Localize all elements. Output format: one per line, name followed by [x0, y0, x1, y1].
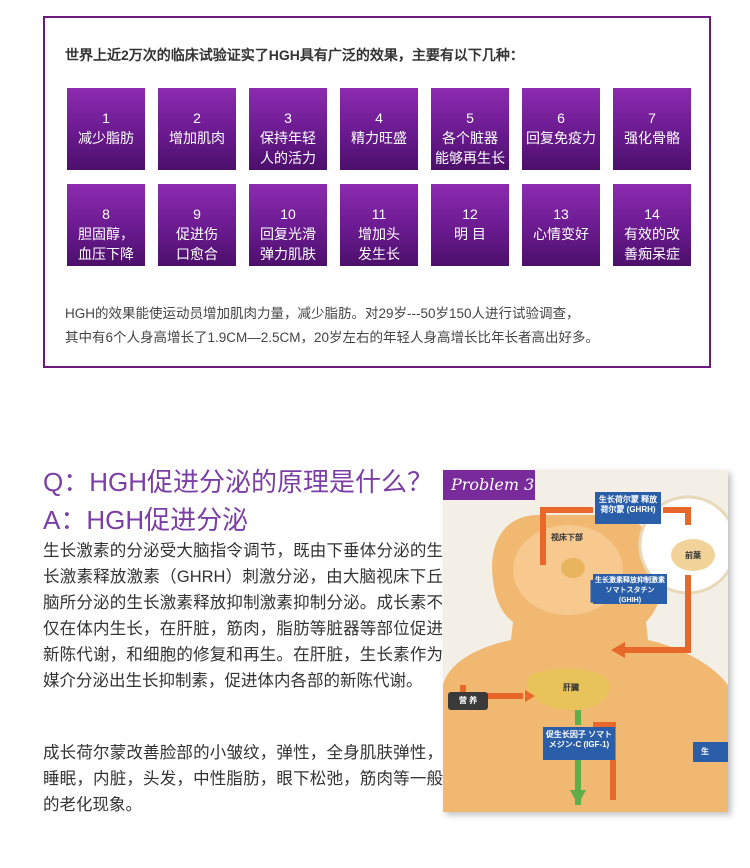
benefit-label: 回复光滑	[260, 226, 316, 242]
benefit-tile: 12 明 目	[431, 184, 509, 266]
liver-shape	[528, 668, 610, 710]
hormone-diagram: Problem 3 生长荷尔蒙 释放荷尔蒙 (GHRH) 生长激素释放抑制激素 …	[443, 470, 728, 812]
benefit-label: 胆固醇，	[78, 226, 134, 242]
right-box	[693, 742, 728, 762]
benefit-number: 5	[466, 110, 474, 126]
benefit-label: 心情变好	[533, 226, 589, 242]
panel-heading: 世界上近2万次的临床试验证实了HGH具有广泛的效果，主要有以下几种：	[65, 47, 524, 63]
benefit-label: 各个脏器	[442, 130, 498, 146]
benefit-label: 增加头	[358, 226, 400, 242]
hypothalamus-label: 视床下部	[551, 533, 583, 542]
pituitary-label: 前葉	[685, 551, 701, 560]
benefit-number: 2	[193, 110, 201, 126]
benefit-tile: 14 有效的改善痴呆症	[613, 184, 691, 266]
ghih-label: 生长激素释放抑制激素 ソマトスタチン (GHIH)	[595, 577, 665, 604]
gh-arrow-down	[623, 575, 691, 653]
benefits-row: 1 减少脂肪 2 增加肌肉 3 保持年轻人的活力 4 精力旺盛 5 各个脏器能够再生长 6 回复免疫力…	[67, 88, 691, 170]
benefit-tile: 5 各个脏器能够再生长	[431, 88, 509, 170]
benefit-tile: 10 回复光滑弹力肌肤	[249, 184, 327, 266]
benefit-number: 6	[557, 110, 565, 126]
benefit-tile: 6 回复免疫力	[522, 88, 600, 170]
benefit-tile: 2 增加肌肉	[158, 88, 236, 170]
pituitary-gland	[671, 539, 715, 571]
ghrh-label: 生长荷尔蒙 释放荷尔蒙 (GHRH)	[598, 495, 658, 514]
benefit-tile: 1 减少脂肪	[67, 88, 145, 170]
hypothalamus-spot	[561, 558, 585, 578]
problem-tag: Problem 3	[443, 470, 535, 500]
diagram-illustration	[443, 492, 728, 812]
nutrition-arrowhead	[525, 690, 535, 702]
benefit-tile: 3 保持年轻人的活力	[249, 88, 327, 170]
benefit-tile: 7 强化骨骼	[613, 88, 691, 170]
ghrh-box	[595, 492, 661, 524]
benefit-tile: 9 促进伤口愈合	[158, 184, 236, 266]
green-arrowhead	[570, 790, 586, 805]
question-heading: Q：HGH促进分泌的原理是什么？	[43, 467, 434, 497]
benefit-number: 9	[193, 206, 201, 222]
benefit-number: 13	[553, 206, 569, 222]
benefits-panel: 世界上近2万次的临床试验证实了HGH具有广泛的效果，主要有以下几种： 1 减少脂肪…	[43, 16, 711, 368]
ghrh-arrow-right	[663, 507, 691, 525]
benefit-label: 明 目	[454, 226, 486, 242]
panel-footnote: HGH的效果能使运动员增加肌肉力量，减少脂肪。对29岁---50岁150人进行试…	[65, 302, 695, 350]
benefit-tile: 4 精力旺盛	[340, 88, 418, 170]
benefit-label: 回复免疫力	[526, 130, 596, 146]
benefit-label: 增加肌肉	[169, 130, 225, 146]
benefit-number: 7	[648, 110, 656, 126]
ghih-box	[593, 574, 667, 604]
nutrition-label: 营 养	[458, 696, 478, 705]
benefit-number: 12	[462, 206, 478, 222]
answer-heading: A：HGH促进分泌	[43, 505, 249, 535]
benefit-label: 精力旺盛	[351, 130, 407, 146]
benefit-number: 1	[102, 110, 110, 126]
benefit-label: 减少脂肪	[78, 130, 134, 146]
benefit-label: 发生长	[358, 246, 400, 262]
benefit-label: 人的活力	[260, 150, 316, 166]
benefit-tile: 8 胆固醇， 血压下降	[67, 184, 145, 266]
benefit-number: 14	[644, 206, 660, 222]
benefit-label: 促进伤	[176, 226, 218, 242]
footnote-line: 其中有6个人身高增长了1.9CM—2.5CM，20岁左右的年轻人身高增长比年长者…	[65, 330, 600, 345]
benefits-grid: 1 减少脂肪 2 增加肌肉 3 保持年轻人的活力 4 精力旺盛 5 各个脏器能够再生长 6 回复免疫力…	[67, 88, 691, 280]
benefit-label: 保持年轻	[260, 130, 316, 146]
benefit-label: 能够再生长	[435, 150, 505, 166]
gh-arrowhead	[611, 642, 625, 658]
right-cut-label: 生	[701, 747, 709, 756]
benefit-label: 弹力肌肤	[260, 246, 316, 262]
effects-paragraph: 成长荷尔蒙改善脸部的小皱纹，弹性，全身肌肤弹性，睡眠，内脏，头发，中性脂肪，眼下…	[43, 744, 443, 814]
benefit-label: 善痴呆症	[624, 246, 680, 262]
benefit-label: 血压下降	[78, 246, 134, 262]
igf-label: 促生长因子 ソマトメジン-C (IGF-1)	[545, 730, 613, 749]
footnote-line: HGH的效果能使运动员增加肌肉力量，减少脂肪。对29岁---50岁150人进行试…	[65, 306, 580, 321]
ghrh-arrow-path	[540, 507, 593, 565]
explanation-paragraph: 生长激素的分泌受大脑指令调节，既由下垂体分泌的生长激素释放激素（GHRH）刺激分…	[43, 542, 443, 690]
nutrition-box	[448, 692, 488, 710]
benefit-tile: 13 心情变好	[522, 184, 600, 266]
benefit-tile: 11 增加头发生长	[340, 184, 418, 266]
benefit-number: 10	[280, 206, 296, 222]
benefit-label: 强化骨骼	[624, 130, 680, 146]
benefit-number: 8	[102, 206, 110, 222]
igf-box	[543, 727, 615, 760]
benefit-label: 口愈合	[176, 246, 218, 262]
benefit-number: 11	[371, 206, 387, 222]
benefit-number: 4	[375, 110, 383, 126]
liver-label: 肝臓	[563, 683, 579, 692]
benefit-label: 有效的改	[624, 226, 680, 242]
igf-arrow-orange	[593, 722, 616, 800]
benefit-number: 3	[284, 110, 292, 126]
